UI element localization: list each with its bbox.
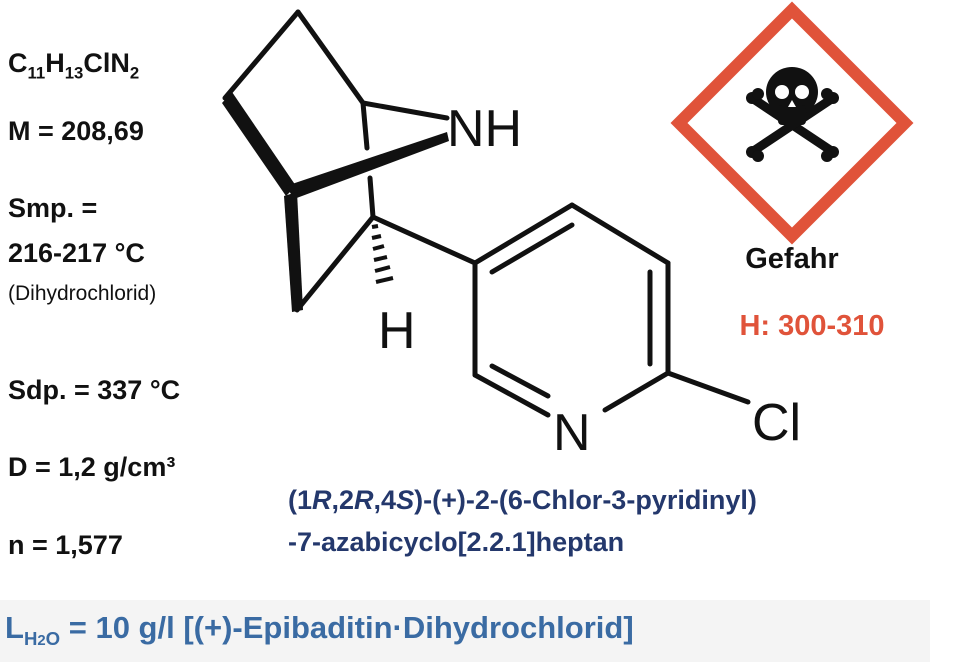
signal-word: Gefahr xyxy=(745,243,838,275)
melting-point-label: Smp. = xyxy=(8,193,98,223)
h-label: H xyxy=(378,302,416,360)
nh-label: NH xyxy=(447,100,522,158)
density: D = 1,2 g/cm³ xyxy=(8,452,176,482)
melting-point-note: (Dihydrochlorid) xyxy=(8,282,157,305)
refractive-index: n = 1,577 xyxy=(8,530,123,560)
cl-label: Cl xyxy=(752,394,801,452)
molar-mass: M = 208,69 xyxy=(8,116,144,146)
melting-point-value: 216-217 °C xyxy=(8,238,145,268)
skull-crossbones-icon xyxy=(670,1,914,245)
structure-diagram: NH H N Cl Gefahr H: 300-310 xyxy=(222,1,914,462)
iupac-name-line2: -7-azabicyclo[2.2.1]heptan xyxy=(288,527,625,557)
iupac-name-line1: (1R,2R,4S)-(+)-2-(6-Chlor-3-pyridinyl) xyxy=(288,485,757,515)
h-statements: H: 300-310 xyxy=(739,310,884,342)
solubility-bar xyxy=(0,600,930,662)
wedges xyxy=(222,92,449,312)
bonds xyxy=(222,9,751,418)
molecular-formula: C11H13ClN2 xyxy=(8,48,140,83)
n-label: N xyxy=(553,404,591,462)
boiling-point: Sdp. = 337 °C xyxy=(8,375,181,405)
solubility: LH2O = 10 g/l [(+)-Epibaditin·Dihydrochl… xyxy=(5,610,634,650)
